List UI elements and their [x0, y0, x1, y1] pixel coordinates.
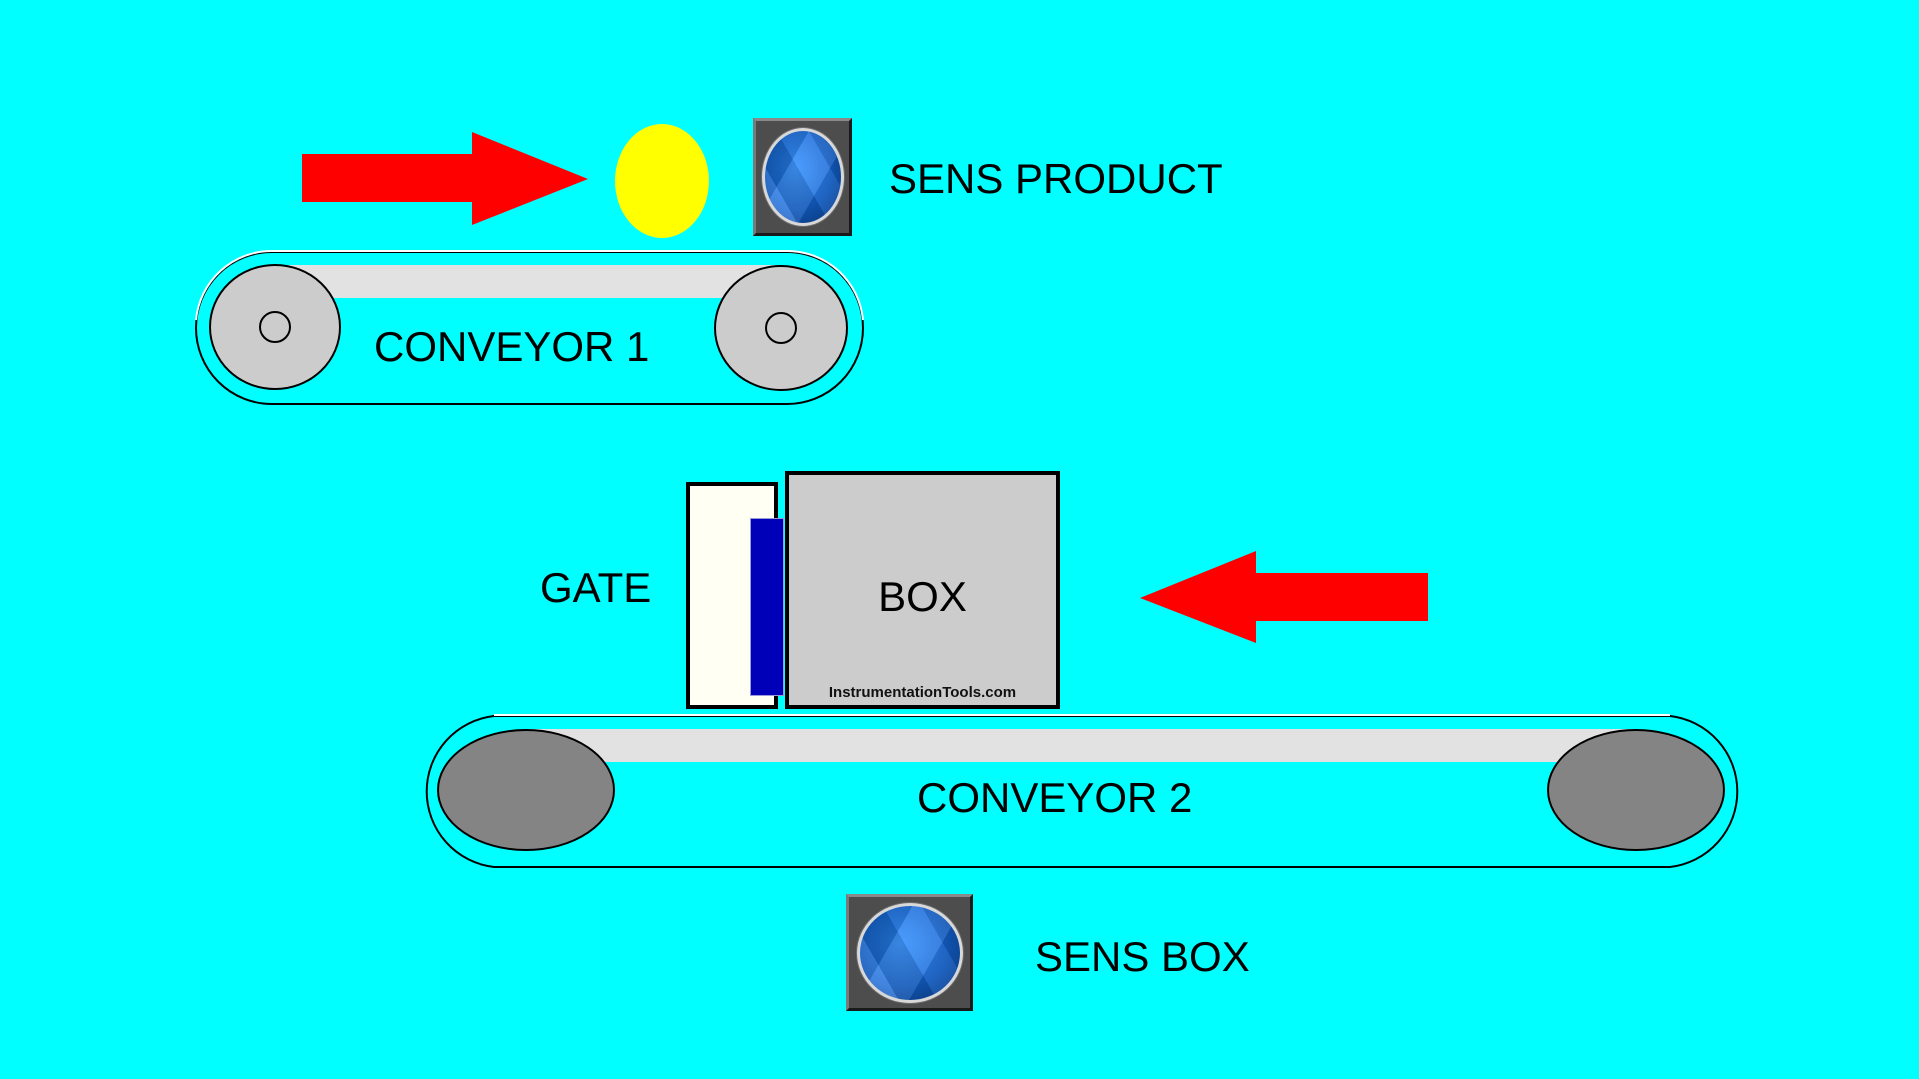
- conveyor-1-belt-highlight-left: [195, 249, 273, 321]
- gate-actuator[interactable]: [750, 518, 784, 696]
- conveyor-2-belt-outline: [425, 715, 1739, 868]
- sens-box-label: SENS BOX: [1035, 933, 1250, 980]
- conveyor-2-label: CONVEYOR 2: [917, 774, 1193, 821]
- sensor-lamp-icon: [761, 128, 844, 226]
- sensor-lamp-icon: [856, 902, 963, 1003]
- conveyor-2-pulley-right: [1547, 729, 1725, 851]
- box-label: BOX: [878, 573, 967, 620]
- conveyor-1-hub-left: [259, 311, 291, 343]
- conveyor-1-pulley-right: [714, 265, 848, 391]
- conveyor-1-belt-top: [275, 265, 781, 298]
- conveyor-2-belt-top: [526, 729, 1636, 762]
- gate-label: GATE: [540, 564, 652, 611]
- conveyor-1-hub-right: [765, 312, 797, 344]
- conveyor-2-pulley-left: [437, 729, 615, 851]
- conveyor-1-belt-highlight: [272, 249, 864, 321]
- watermark: InstrumentationTools.com: [828, 684, 1017, 701]
- conveyor-1-label: CONVEYOR 1: [374, 323, 650, 370]
- conveyor-2[interactable]: [425, 714, 1739, 868]
- product-item: [615, 124, 709, 238]
- conveyor-1[interactable]: [195, 249, 864, 405]
- conveyor-1-pulley-left: [209, 264, 341, 390]
- sens-box-lamp[interactable]: [846, 894, 973, 1011]
- box-flow-arrow-icon: [1140, 551, 1428, 643]
- product-flow-arrow-icon: [302, 132, 588, 225]
- sens-product-lamp[interactable]: [753, 118, 852, 236]
- sens-product-label: SENS PRODUCT: [889, 155, 1223, 202]
- box: BOX InstrumentationTools.com: [785, 471, 1060, 709]
